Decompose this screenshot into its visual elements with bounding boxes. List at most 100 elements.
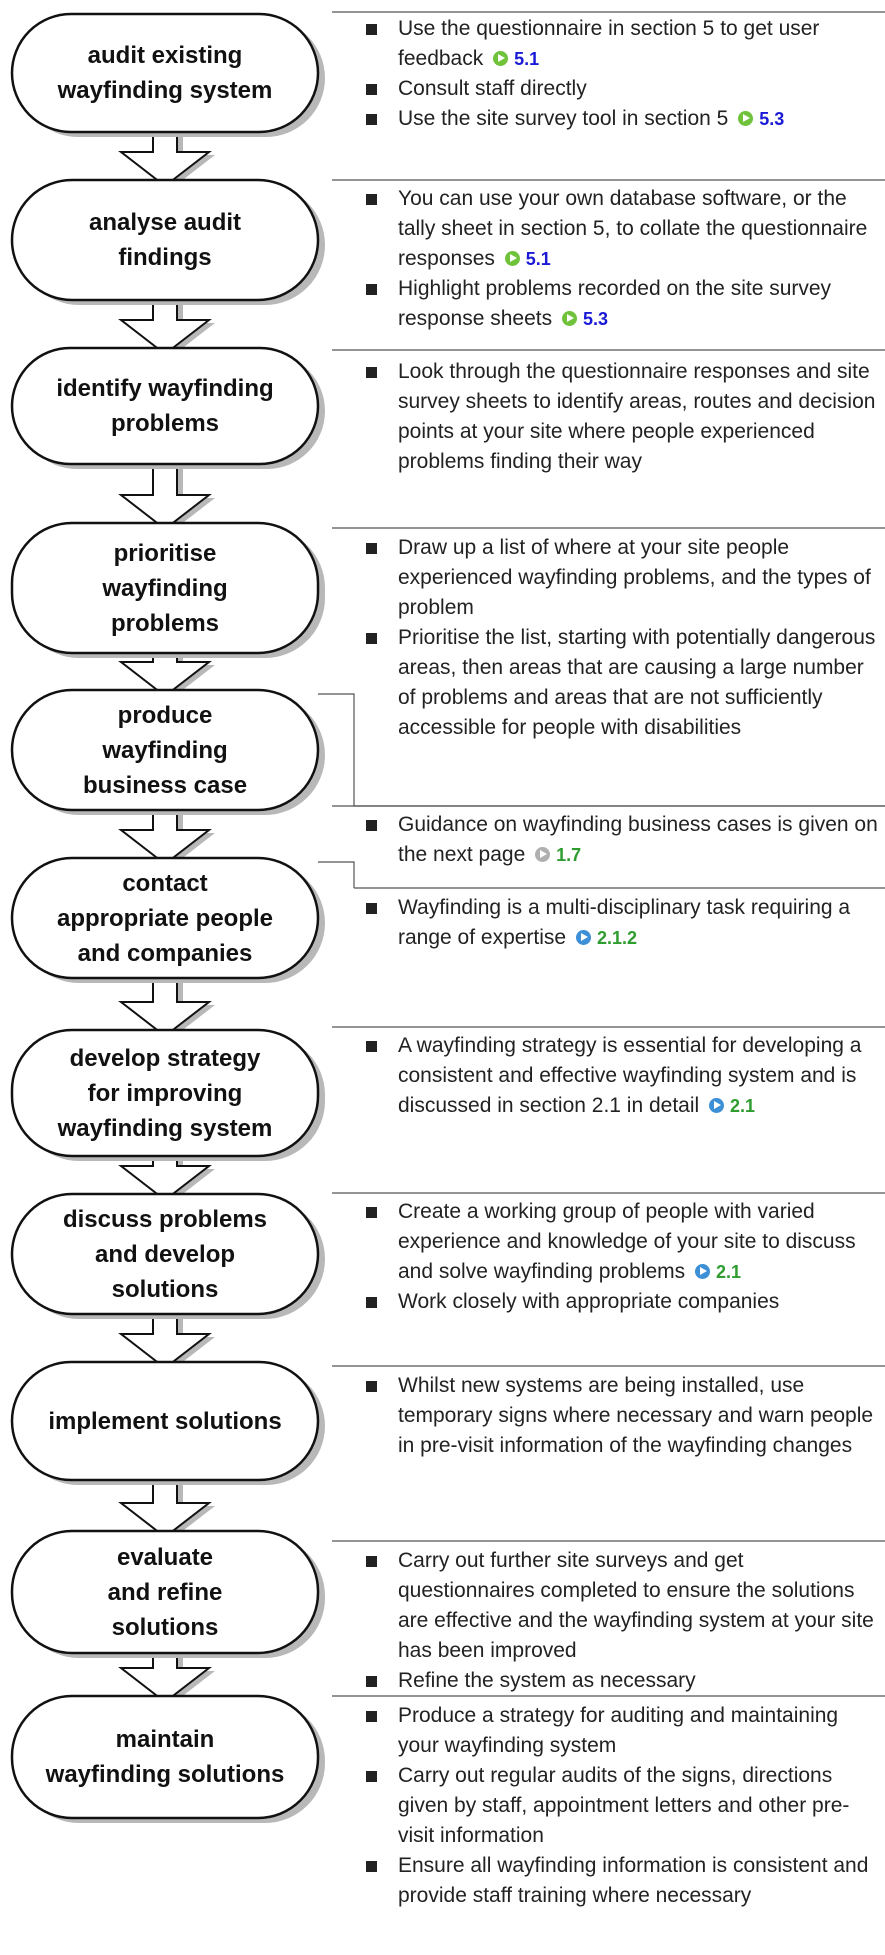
step-title-line: wayfinding system [57,1114,273,1142]
bullet-item: Wayfinding is a multi-disciplinary task … [358,893,878,953]
section-ref-number: 5.3 [582,309,608,329]
step-title-line: for improving [87,1079,243,1107]
step-pill [10,1694,320,1820]
bullet-text: You can use your own database software, … [398,187,868,270]
bullet-text: Whilst new systems are being installed, … [398,1374,874,1457]
section-ref-link[interactable]: 2.1 [709,1094,755,1117]
step-title-line: wayfinding solutions [45,1761,285,1788]
step-notes: You can use your own database software, … [358,184,878,334]
section-ref-link[interactable]: 1.7 [535,843,581,866]
step-pill [10,1529,320,1655]
bullet-text: Draw up a list of where at your site peo… [398,536,871,619]
section-ref-link[interactable]: 2.1.2 [575,926,637,949]
step-title: produce wayfinding business case [12,690,318,810]
bullet-text: Work closely with appropriate companies [398,1290,780,1313]
step-title: audit existing wayfinding system [12,14,318,132]
bullet-text: Guidance on wayfinding business cases is… [398,813,878,866]
section-ref-link[interactable]: 5.3 [738,107,784,130]
step-notes: Whilst new systems are being installed, … [358,1371,878,1461]
play-arrow-icon [695,1264,711,1279]
play-arrow-icon [535,847,551,862]
step-title-line: discuss problems [62,1205,268,1233]
bullet-text: Carry out further site surveys and get q… [398,1549,874,1662]
step-notes: Use the questionnaire in section 5 to ge… [358,14,878,134]
step-title-line: and refine [107,1578,223,1606]
bullet-item: Whilst new systems are being installed, … [358,1371,878,1461]
step-title-line: wayfinding system [57,77,273,104]
bullet-item: Carry out further site surveys and get q… [358,1546,878,1666]
step-title-line: wayfinding [102,574,228,602]
bullet-text: Carry out regular audits of the signs, d… [398,1764,850,1847]
step-notes: Guidance on wayfinding business cases is… [358,810,878,870]
step-pill [10,1028,320,1158]
section-ref-link[interactable]: 5.1 [493,47,539,70]
step-pill [10,1360,320,1482]
bullet-item: Create a working group of people with va… [358,1197,878,1287]
bullet-text: Use the site survey tool in section 5 [398,107,729,130]
step-title-line: contact [122,869,208,897]
section-ref-link[interactable]: 2.1 [695,1260,741,1283]
play-arrow-icon [493,51,509,66]
bullet-item: Produce a strategy for auditing and main… [358,1701,878,1761]
bullet-text: Consult staff directly [398,77,587,100]
bullet-item: Draw up a list of where at your site peo… [358,533,878,623]
step-title-line: problems [110,609,220,637]
step-notes: Draw up a list of where at your site peo… [358,533,878,743]
bullet-item: Ensure all wayfinding information is con… [358,1851,878,1911]
bracket-connector [318,693,885,807]
play-arrow-icon [738,111,754,126]
step-pill [10,1192,320,1316]
section-ref-number: 5.1 [514,49,540,69]
step-title-line: solutions [111,1275,219,1303]
step-title-line: evaluate [116,1543,214,1571]
step-title-line: produce [117,701,213,729]
step-pill [10,12,320,134]
bullet-item: Use the questionnaire in section 5 to ge… [358,14,878,74]
bullet-text: Wayfinding is a multi-disciplinary task … [398,896,851,949]
step-title-line: implement solutions [48,1407,282,1435]
step-title-line: analyse audit [88,209,242,236]
bullet-text: Highlight problems recorded on the site … [398,277,832,330]
flow-arrow [118,461,215,532]
step-title-line: business case [82,771,248,799]
bullet-item: Highlight problems recorded on the site … [358,274,878,334]
bullet-text: Use the questionnaire in section 5 to ge… [398,17,820,70]
step-pill [10,178,320,302]
step-title-line: and develop [94,1240,236,1268]
section-ref-number: 5.1 [525,249,551,269]
step-title-line: audit existing [87,42,243,69]
step-title: prioritise wayfinding problems [12,523,318,653]
step-title: analyse audit findings [12,180,318,300]
play-arrow-icon [561,311,577,326]
step-notes: Carry out further site surveys and get q… [358,1546,878,1696]
section-ref-number: 2.1 [716,1262,742,1282]
bullet-text: Create a working group of people with va… [398,1200,856,1283]
bullet-item: Carry out regular audits of the signs, d… [358,1761,878,1851]
step-title-line: findings [118,244,212,271]
play-arrow-icon [504,251,520,266]
step-pill [10,856,320,980]
bullet-item: Work closely with appropriate companies [358,1287,878,1317]
bullet-item: Look through the questionnaire responses… [358,357,878,477]
section-ref-number: 2.1.2 [596,928,637,948]
play-arrow-icon [709,1098,725,1113]
bullet-text: Look through the questionnaire responses… [398,360,876,473]
bullet-text: A wayfinding strategy is essential for d… [398,1034,862,1117]
bullet-item: A wayfinding strategy is essential for d… [358,1031,878,1121]
step-title-line: wayfinding [102,736,228,764]
section-ref-number: 5.3 [759,109,785,129]
play-arrow-icon [575,930,591,945]
bullet-item: Use the site survey tool in section 5 5.… [358,104,878,134]
section-ref-link[interactable]: 5.1 [504,247,551,270]
step-pill [10,521,320,655]
section-ref-link[interactable]: 5.3 [561,307,608,330]
section-ref-number: 1.7 [556,845,582,865]
bullet-text: Produce a strategy for auditing and main… [398,1704,839,1757]
step-title-line: prioritise [113,539,217,567]
